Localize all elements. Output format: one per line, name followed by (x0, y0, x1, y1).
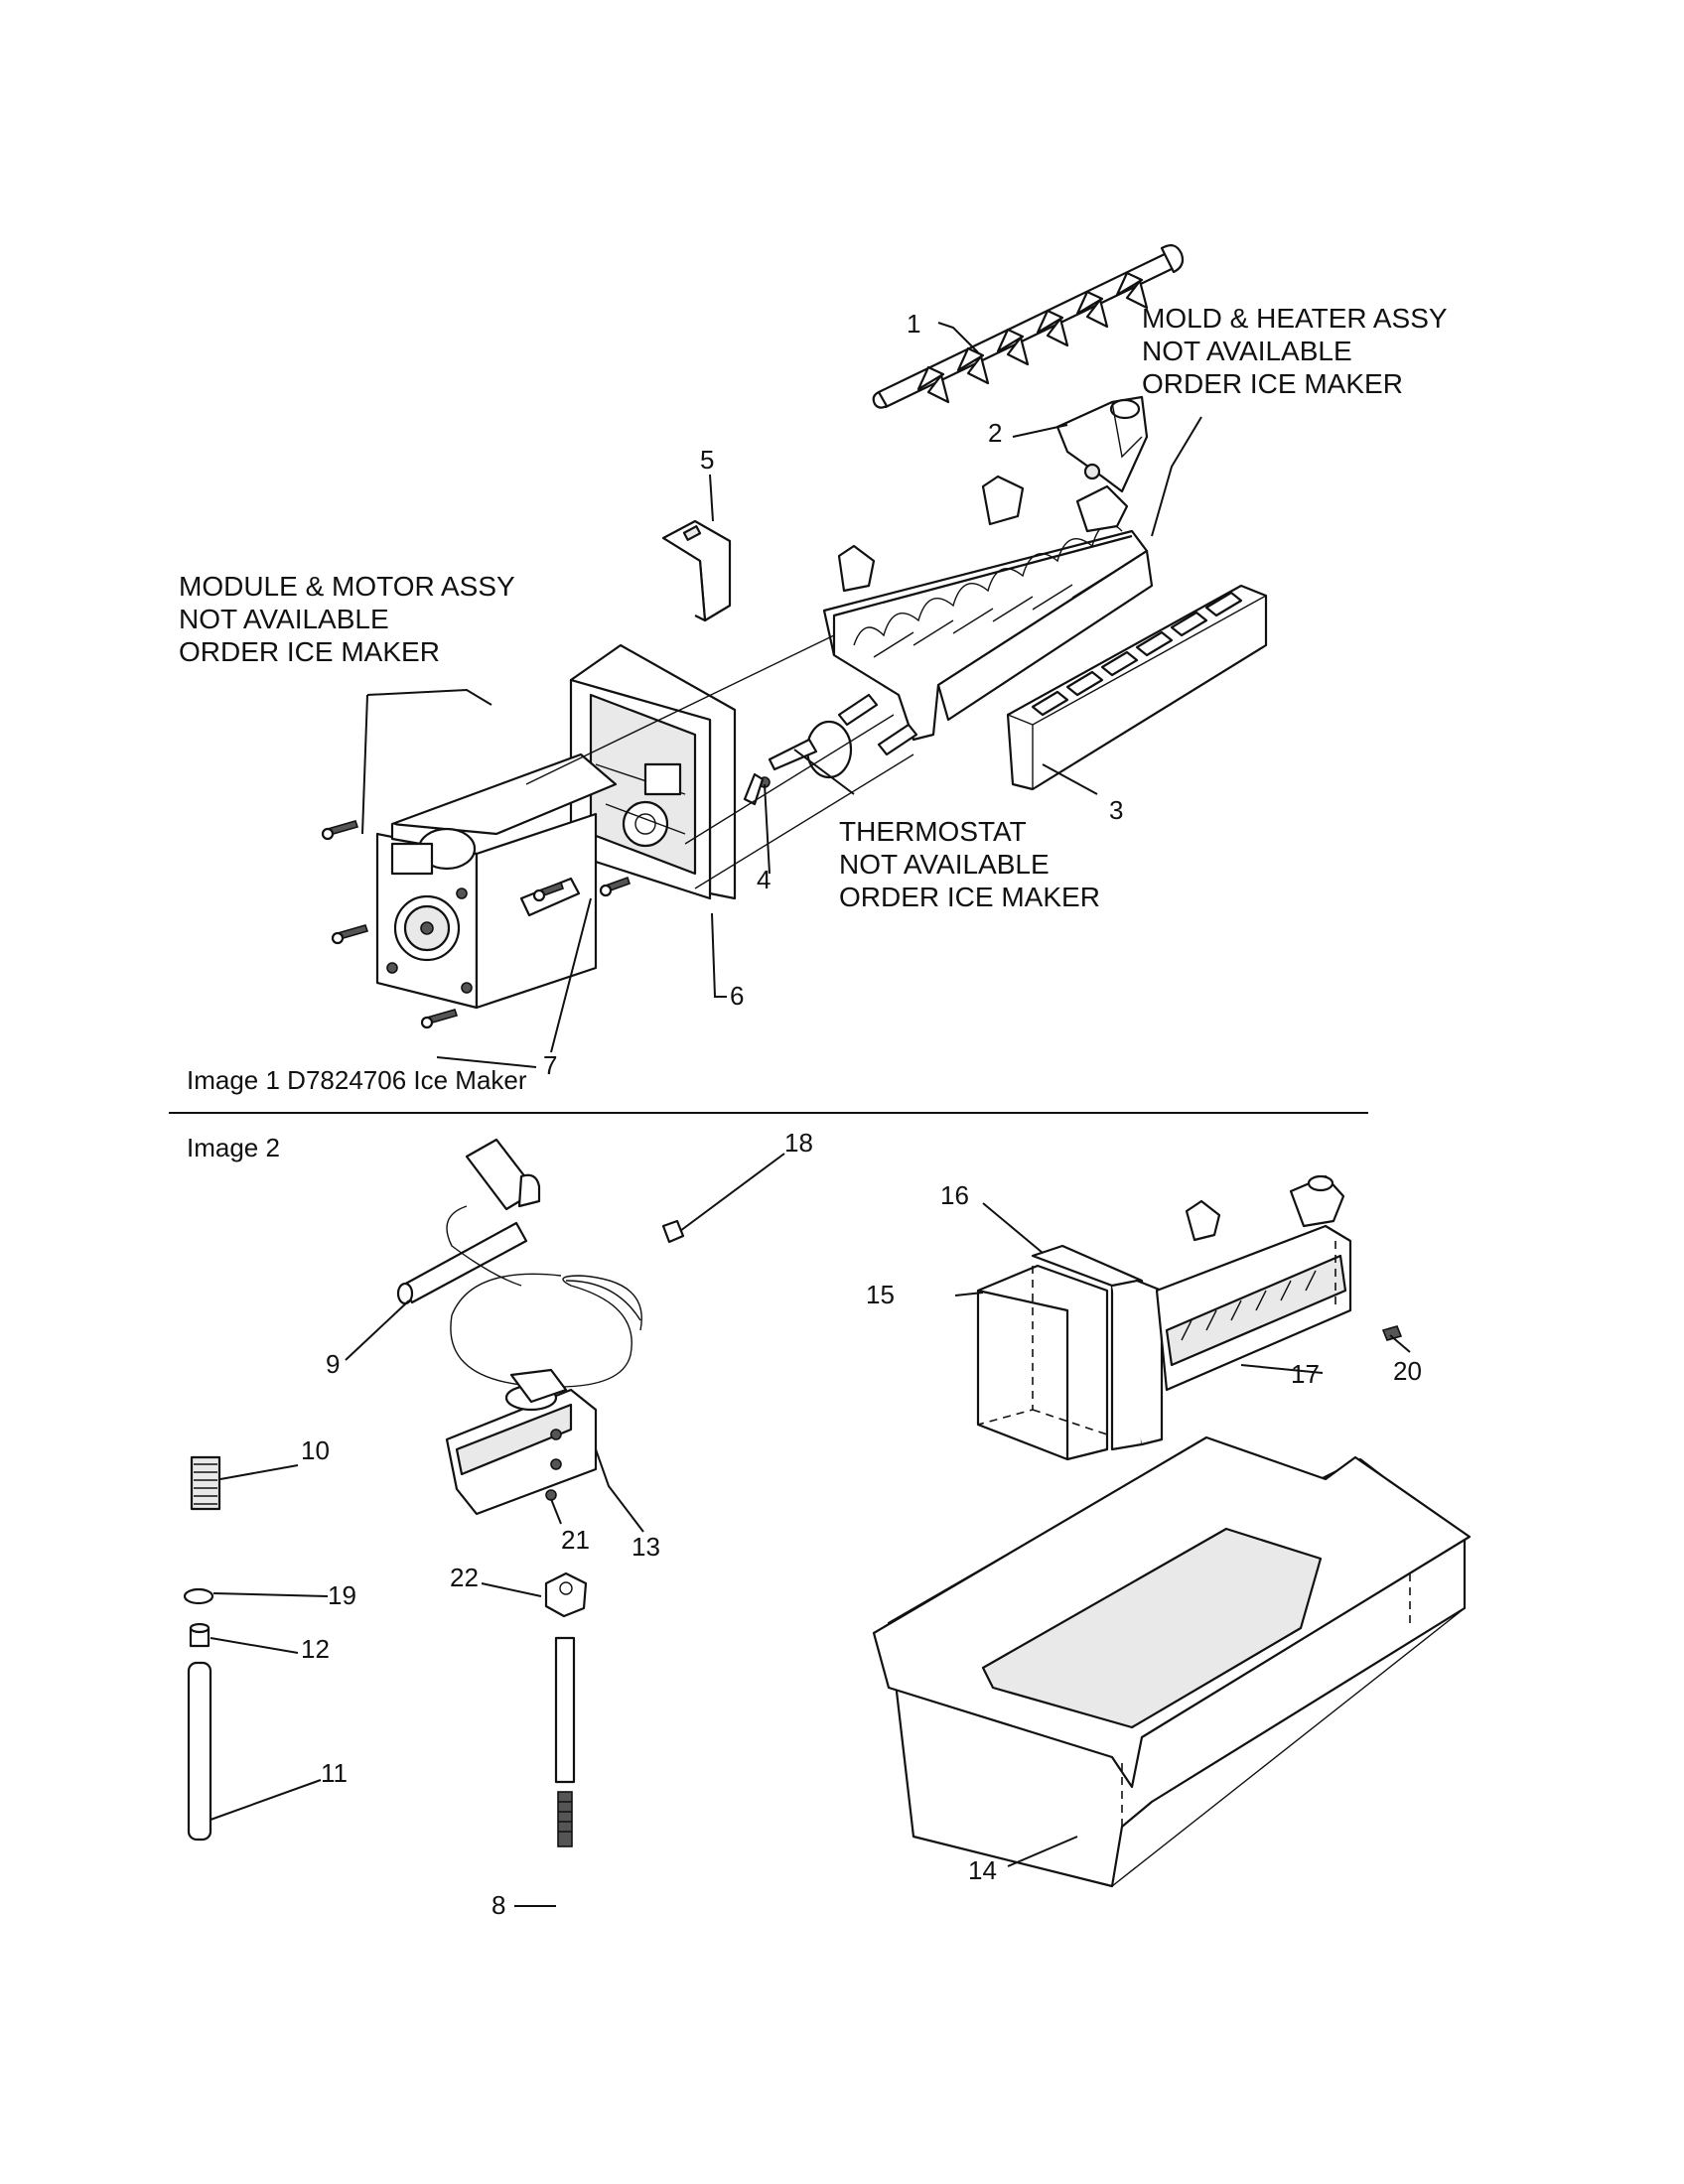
rod-11 (187, 1661, 212, 1842)
exploded-guide-lines (525, 634, 914, 889)
ice-maker-assembly (976, 1174, 1352, 1461)
callout-2: 2 (988, 418, 1002, 448)
rod-8 (554, 1636, 576, 1847)
fill-cup (1055, 395, 1149, 493)
ice-mold (822, 475, 1154, 742)
callout-12: 12 (301, 1634, 330, 1664)
coil-10 (190, 1455, 221, 1511)
callout-18: 18 (784, 1128, 813, 1158)
stripper-rail (1006, 584, 1268, 791)
module-motor-assy (375, 752, 618, 1010)
callout-11: 11 (321, 1758, 348, 1788)
callout-17: 17 (1291, 1359, 1320, 1389)
callout-5: 5 (700, 445, 714, 475)
fill-tube (396, 1138, 642, 1388)
callout-10: 10 (301, 1435, 330, 1465)
callout-9: 9 (326, 1349, 340, 1379)
callout-20: 20 (1393, 1356, 1422, 1386)
note-mold-heater: MOLD & HEATER ASSY NOT AVAILABLE ORDER I… (1142, 303, 1455, 399)
image2-caption: Image 2 (187, 1133, 280, 1162)
ring-19 (183, 1587, 214, 1605)
clip-18 (661, 1219, 685, 1244)
note-module-motor: MODULE & MOTOR ASSY NOT AVAILABLE ORDER … (179, 571, 522, 667)
callout-15: 15 (866, 1280, 895, 1309)
screw-21 (545, 1489, 557, 1501)
thermostat (743, 693, 918, 806)
image1-ice-maker: 1 2 3 4 5 6 7 MOLD & HEATER ASSY NOT AVA… (179, 243, 1455, 1095)
image2-leader-lines (210, 1153, 1411, 1907)
note-thermostat: THERMOSTAT NOT AVAILABLE ORDER ICE MAKER (839, 816, 1100, 912)
callout-16: 16 (940, 1180, 969, 1210)
callout-6: 6 (730, 981, 744, 1011)
water-valve (445, 1368, 598, 1516)
callout-14: 14 (968, 1855, 997, 1885)
screws (321, 820, 632, 1029)
image1-leader-lines (361, 322, 1202, 1068)
fitting-22 (544, 1571, 588, 1618)
cover-bracket (661, 519, 732, 622)
callout-21: 21 (561, 1525, 590, 1555)
image2-assembly: Image 2 (183, 1128, 1472, 1920)
callout-4: 4 (757, 865, 771, 894)
ice-bin (872, 1435, 1472, 1888)
housing-frame (569, 643, 737, 900)
callout-19: 19 (328, 1580, 356, 1610)
cap-12 (189, 1622, 210, 1648)
callout-3: 3 (1109, 795, 1123, 825)
callout-22: 22 (450, 1563, 479, 1592)
ejector-shaft (872, 243, 1185, 409)
callout-7: 7 (543, 1050, 557, 1080)
screw-20 (1381, 1325, 1403, 1341)
callout-13: 13 (632, 1532, 660, 1562)
callout-1: 1 (907, 309, 920, 339)
callout-8: 8 (491, 1890, 505, 1920)
image1-caption: Image 1 D7824706 Ice Maker (187, 1065, 527, 1095)
